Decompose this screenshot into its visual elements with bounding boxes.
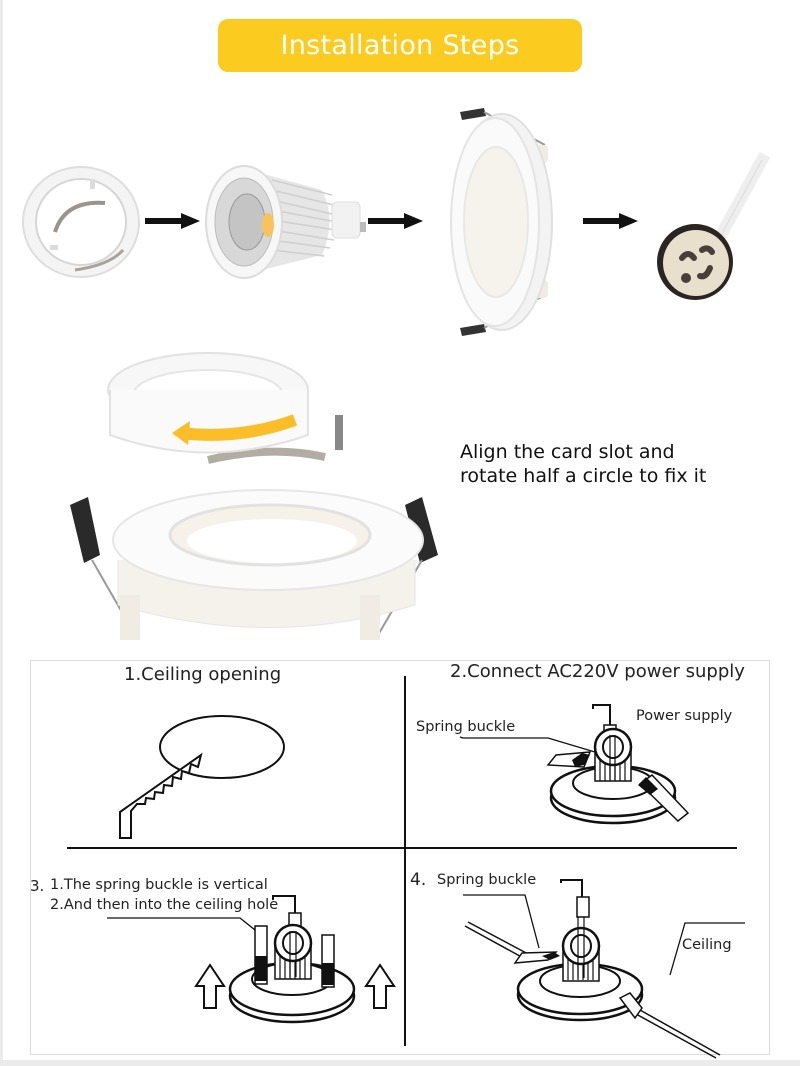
- page-left-edge: [0, 0, 3, 1066]
- title-banner: Installation Steps: [218, 19, 582, 72]
- ring-assembly-image: [70, 352, 438, 640]
- step3-line-1: 1.The spring buckle is vertical: [50, 877, 268, 893]
- step1-title: 1.Ceiling opening: [124, 664, 282, 685]
- diagram-divider-horizontal: [67, 847, 737, 849]
- step2-power-supply-label: Power supply: [636, 708, 733, 724]
- instruction-line-2: rotate half a circle to fix it: [460, 465, 707, 487]
- step3-number: 3.: [30, 877, 45, 895]
- step2-spring-buckle-label: Spring buckle: [416, 719, 516, 735]
- step3-line-2: 2.And then into the ceiling hole: [50, 897, 279, 913]
- recessed-frame-image: [450, 108, 553, 336]
- step4-number: 4.: [410, 870, 427, 890]
- arrow-up-icon: [194, 963, 226, 1009]
- arrow-right-icon: [583, 213, 638, 229]
- arrow-right-icon: [368, 213, 423, 229]
- step4-fixture-diagram: [463, 879, 745, 1059]
- step2-fixture-diagram: [459, 704, 690, 825]
- step4-spring-buckle-label: Spring buckle: [437, 872, 537, 888]
- step4-ceiling-label: Ceiling: [682, 937, 732, 953]
- instruction-line-1: Align the card slot and: [460, 441, 675, 463]
- step2-title: 2.Connect AC220V power supply: [450, 661, 745, 682]
- led-bulb-image: [205, 165, 366, 279]
- arrow-right-icon: [145, 213, 200, 229]
- step3-fixture-diagram: [107, 895, 396, 1024]
- assembly-instruction: Align the card slot and rotate half a ci…: [460, 440, 760, 488]
- page-bottom-edge: [0, 1060, 800, 1066]
- diagram-divider-vertical: [404, 676, 406, 1046]
- snap-ring-image: [22, 166, 140, 278]
- installation-diagram-panel: [30, 660, 770, 1055]
- gu10-socket-image: [657, 151, 771, 300]
- arrow-up-icon: [364, 963, 396, 1009]
- banner-title: Installation Steps: [280, 30, 520, 61]
- ceiling-saw-icon: [119, 715, 285, 839]
